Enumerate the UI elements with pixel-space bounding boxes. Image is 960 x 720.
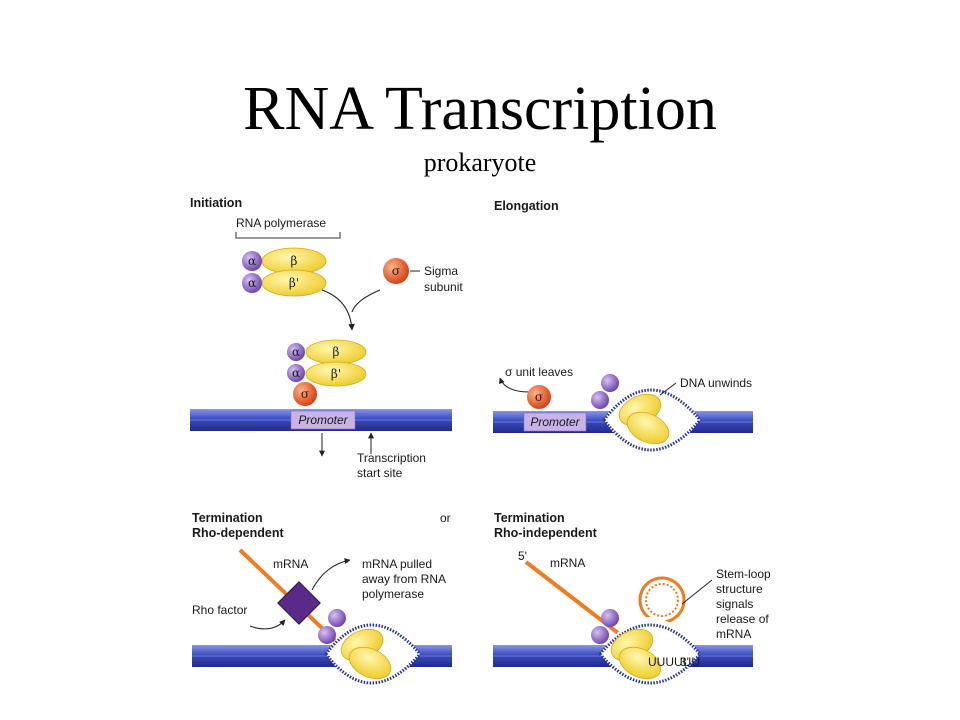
stem-loop-pointer (681, 579, 713, 605)
beta-prime-subunit-label: β' (331, 367, 341, 381)
pulled-arrow (311, 558, 351, 591)
sigma-subunit: σ Sigma subunit (383, 258, 463, 294)
sigma-leaves-arrow (498, 377, 531, 393)
stem-loop-label: structure (716, 582, 763, 596)
beta-subunit-label: β (291, 254, 298, 268)
start-site-label: Transcription (357, 451, 426, 465)
stem-loop-label: mRNA (716, 627, 751, 641)
beta-prime-subunit-label: β' (289, 276, 299, 290)
or-label: or (440, 511, 451, 525)
mrna-label: mRNA (550, 556, 585, 570)
initiation-heading: Initiation (190, 196, 242, 210)
rho-factor (277, 581, 321, 625)
polymerase-bracket (235, 232, 341, 239)
free-rna-polymerase: α α β β' (242, 247, 327, 297)
elongation-heading: Elongation (494, 199, 559, 213)
mrna-pulled-label: polymerase (362, 587, 424, 601)
rho-independent-heading: Rho-independent (494, 526, 598, 540)
panel-rho-dependent: Termination Rho-dependent or mRNA mRNA p… (192, 511, 452, 687)
rho-factor-label: Rho factor (192, 603, 247, 617)
rho-pointer-arrow (249, 619, 286, 630)
three-prime-label: 3' (680, 655, 689, 669)
dna-unwinds-label: DNA unwinds (680, 376, 752, 390)
beta-subunit-label: β (333, 345, 340, 359)
rna-polymerase (591, 374, 670, 445)
rna-polymerase-label: RNA polymerase (236, 216, 326, 230)
sigma-subunit (527, 385, 551, 409)
sigma-symbol: σ (535, 390, 543, 404)
alpha-subunit-label: α (248, 254, 256, 268)
promoter-label: Promoter (298, 413, 348, 427)
alpha-subunit-label: α (292, 345, 300, 359)
page-subtitle: prokaryote (423, 148, 537, 177)
sigma-label: Sigma (424, 264, 458, 278)
promoter-label: Promoter (530, 415, 580, 429)
holoenzyme: α α β β' σ (287, 339, 367, 406)
page-title: RNA Transcription (243, 75, 717, 143)
alpha-subunit-label: α (292, 366, 300, 380)
panel-rho-independent: Termination Rho-independent 5' mRNA Stem… (493, 511, 771, 687)
stem-loop-label: Stem-loop (716, 567, 771, 581)
merge-arrow (351, 289, 381, 313)
mrna-pulled-label: away from RNA (362, 572, 446, 586)
promoter-region (290, 410, 356, 430)
stem-loop-label: signals (716, 597, 753, 611)
stem-loop-label: release of (716, 612, 769, 626)
rho-independent-heading: Termination (494, 511, 565, 525)
merge-arrow (321, 289, 355, 331)
five-prime-label: 5' (518, 549, 527, 563)
mrna-label: mRNA (273, 557, 308, 571)
unwinds-pointer (659, 382, 677, 396)
promoter-region (523, 412, 587, 432)
start-site-label: start site (357, 466, 403, 480)
panel-elongation: Elongation σ unit leaves σ Promoter DNA … (493, 199, 753, 455)
sigma-symbol: σ (301, 387, 309, 401)
uracil-sequence: UUUUUU (648, 655, 700, 669)
mrna-pulled-label: mRNA pulled (362, 557, 432, 571)
sigma-label: subunit (424, 280, 463, 294)
rho-dependent-heading: Rho-dependent (192, 526, 284, 540)
rna-polymerase (318, 609, 392, 680)
sigma-leaves-label: σ unit leaves (505, 365, 573, 379)
rna-polymerase (591, 609, 662, 680)
panel-initiation: Initiation RNA polymerase α α β β' σ Sig… (190, 196, 463, 480)
alpha-subunit-label: α (248, 276, 256, 290)
rho-dependent-heading: Termination (192, 511, 263, 525)
sigma-symbol: σ (392, 264, 400, 278)
